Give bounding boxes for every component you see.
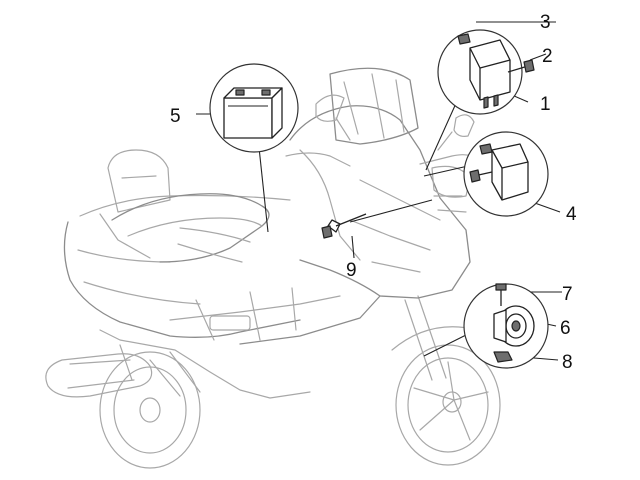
horn-icon <box>493 305 535 347</box>
callout-2: 2 <box>542 46 553 67</box>
bolt-9-part <box>321 213 367 239</box>
relay-icon <box>469 143 529 201</box>
callout-6: 6 <box>560 318 571 339</box>
relay-detail <box>463 131 549 217</box>
callout-labels: 1 2 3 4 5 6 7 8 9 <box>170 12 577 373</box>
horn-detail <box>463 283 549 369</box>
callout-8: 8 <box>562 352 573 373</box>
flasher-relay-icon <box>469 39 511 109</box>
callout-1: 1 <box>540 94 551 115</box>
callout-9: 9 <box>346 260 357 281</box>
callout-3: 3 <box>540 12 551 33</box>
flasher-relay-detail <box>437 29 535 115</box>
callout-7: 7 <box>562 284 573 305</box>
screw-icon <box>507 59 535 73</box>
battery-detail <box>209 63 299 153</box>
scooter-outline <box>45 67 501 469</box>
callout-5: 5 <box>170 106 181 127</box>
nut-icon <box>493 351 513 363</box>
battery-icon <box>223 87 283 139</box>
callout-4: 4 <box>566 204 577 225</box>
clip-icon <box>457 33 471 45</box>
bolt-icon <box>495 283 507 306</box>
